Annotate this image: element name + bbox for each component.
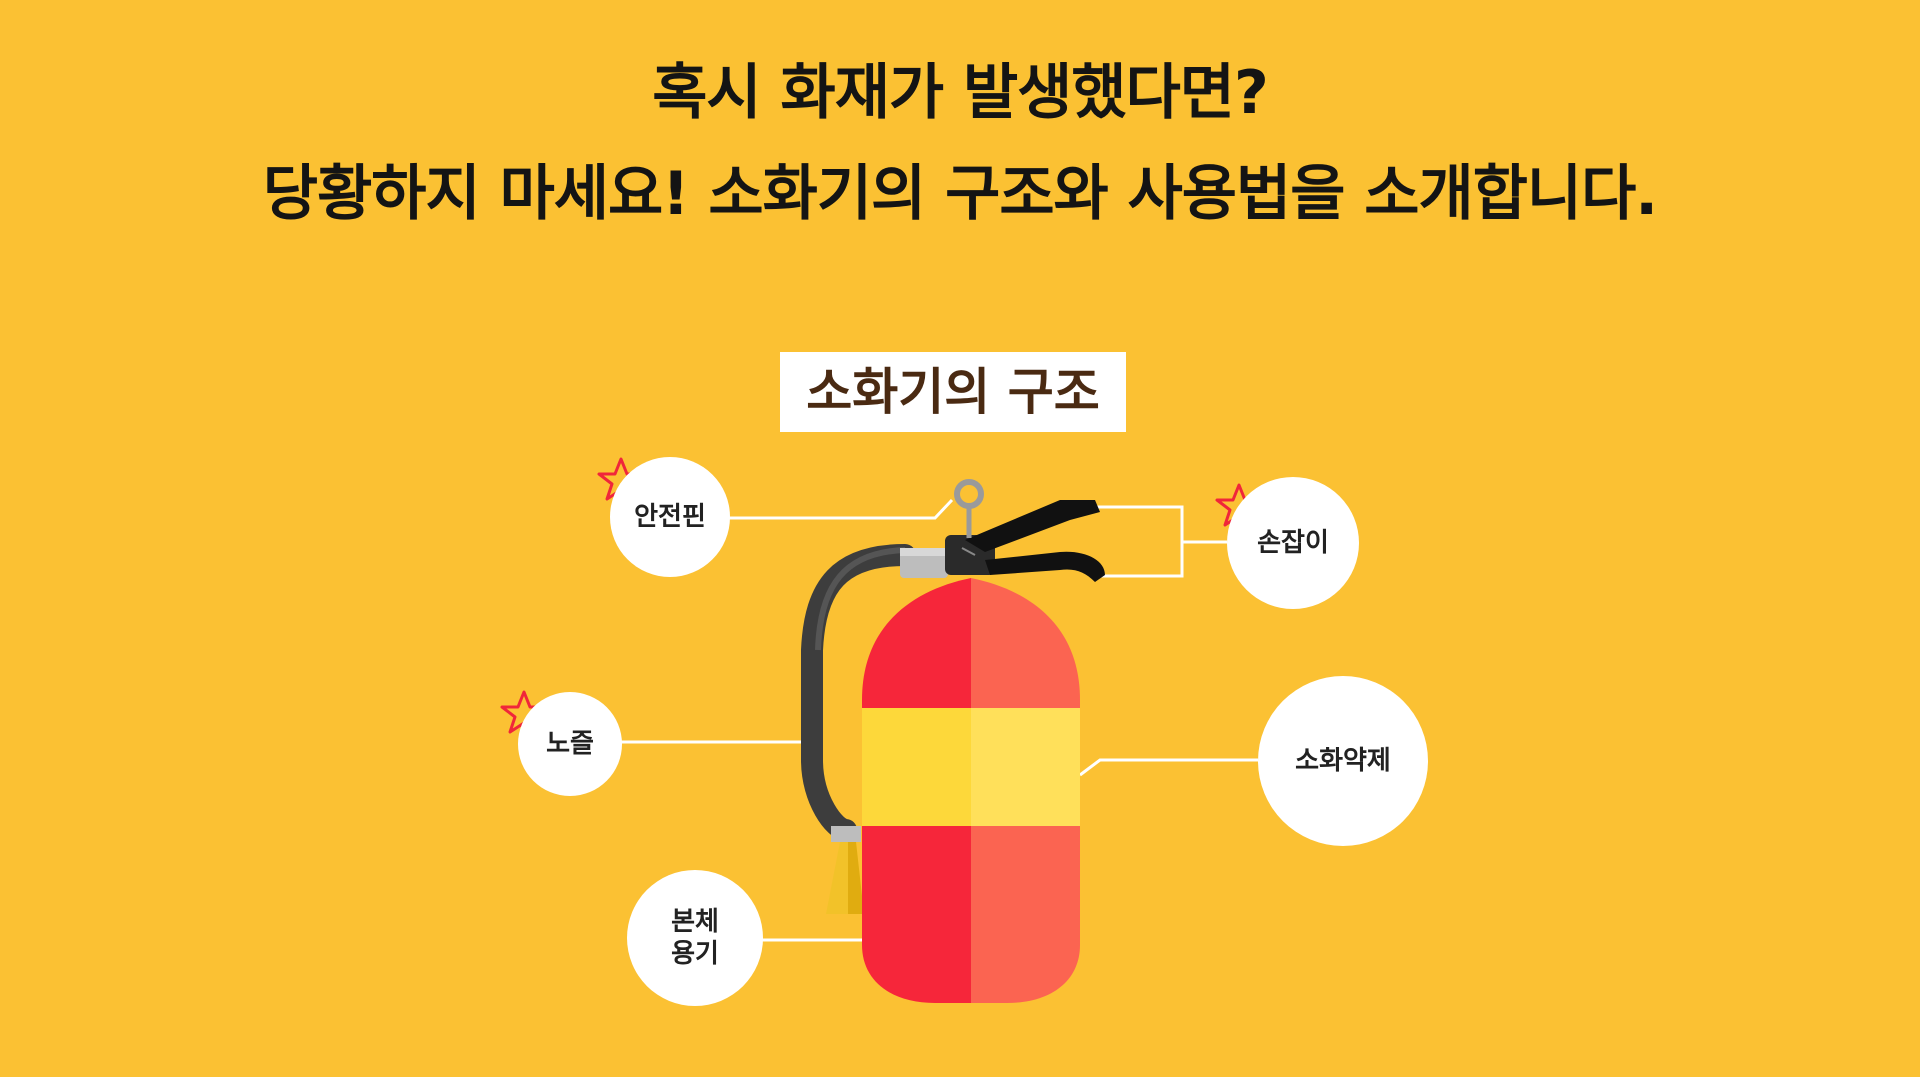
label-safety-pin: 안전핀 xyxy=(610,457,730,577)
headline-line-2: 당황하지 마세요! 소화기의 구조와 사용법을 소개합니다. xyxy=(262,159,1658,229)
label-band-left xyxy=(862,708,971,826)
handle-lever xyxy=(965,500,1100,552)
grip-lever xyxy=(985,551,1105,582)
label-handle: 손잡이 xyxy=(1227,477,1359,609)
label-safety-pin-text: 안전핀 xyxy=(634,502,706,532)
connector-safety-pin xyxy=(728,498,954,520)
connector-lines xyxy=(620,498,1258,942)
nozzle-collar xyxy=(831,826,861,842)
label-nozzle-text: 노즐 xyxy=(546,729,594,759)
label-body-text: 본체 용기 xyxy=(671,907,719,969)
label-body-container: 본체 용기 xyxy=(627,870,763,1006)
label-extinguishing-agent: 소화약제 xyxy=(1258,676,1428,846)
label-band-right xyxy=(971,708,1080,826)
safety-pin-ring xyxy=(954,479,984,509)
connector-agent xyxy=(1079,758,1258,777)
label-agent-text: 소화약제 xyxy=(1295,746,1391,776)
label-nozzle: 노즐 xyxy=(518,692,622,796)
label-handle-text: 손잡이 xyxy=(1257,528,1329,558)
headline-line-1: 혹시 화재가 발생했다면? xyxy=(652,58,1269,128)
section-title: 소화기의 구조 xyxy=(780,352,1126,432)
